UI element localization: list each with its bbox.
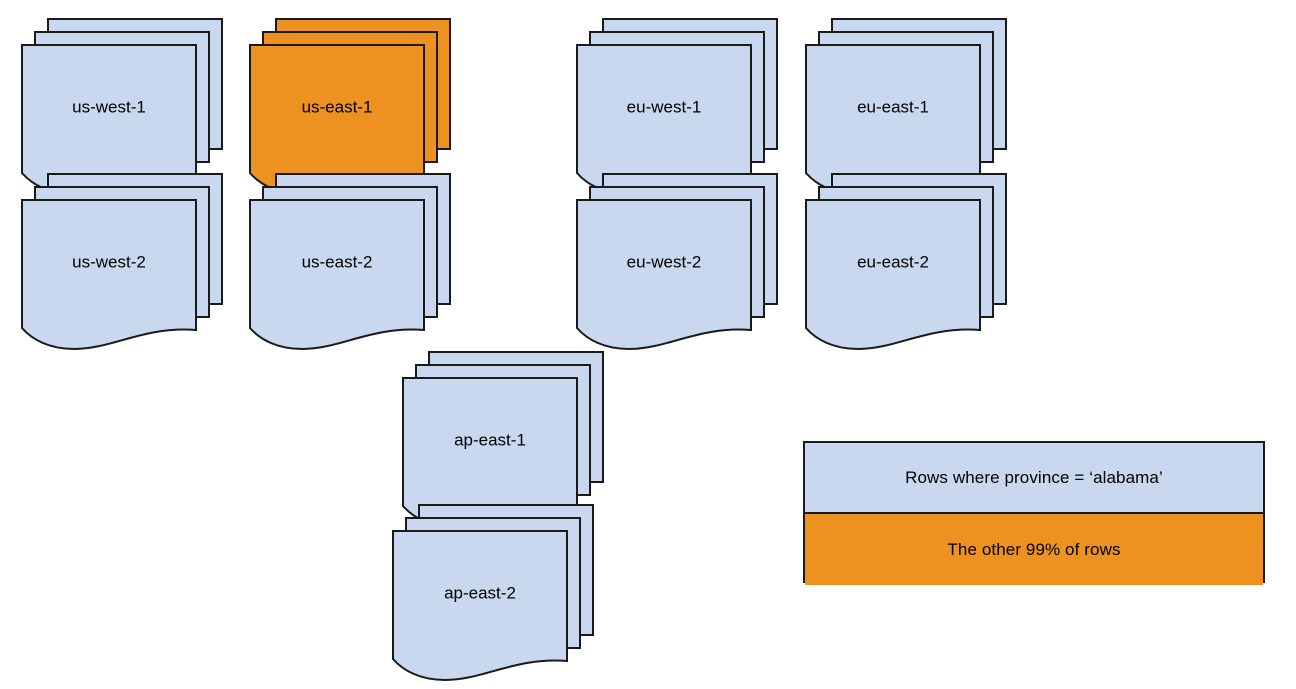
document-stack-graphic-us-east-1: us-east-1 [249,18,451,196]
document-stack-eu-east-1[interactable]: eu-east-1 [804,17,1008,203]
document-stack-eu-west-1[interactable]: eu-west-1 [575,17,779,203]
document-stack-eu-east-2[interactable]: eu-east-2 [804,172,1008,358]
document-stack-label: eu-west-2 [627,252,702,271]
document-stack-ap-east-1[interactable]: ap-east-1 [401,350,605,536]
document-stack-us-east-2[interactable]: us-east-2 [248,172,452,358]
document-stack-label: eu-east-2 [857,252,929,271]
document-stack-us-east-1[interactable]: us-east-1 [248,17,452,203]
document-stack-ap-east-2[interactable]: ap-east-2 [391,503,595,689]
document-stack-graphic-eu-west-1: eu-west-1 [576,18,778,196]
document-stack-graphic-ap-east-2: ap-east-2 [392,504,594,682]
document-stack-graphic-eu-east-1: eu-east-1 [805,18,1007,196]
document-sheet-front [21,199,197,351]
legend: Rows where province = ‘alabama’ The other… [803,441,1265,585]
document-stack-eu-west-2[interactable]: eu-west-2 [575,172,779,358]
document-stack-label: eu-west-1 [627,97,702,116]
document-stack-graphic-us-west-2: us-west-2 [21,173,223,351]
document-sheet-front [249,199,425,351]
document-stack-label: ap-east-2 [444,583,516,602]
document-stack-graphic-us-west-1: us-west-1 [21,18,223,196]
document-sheet-front [392,530,568,682]
legend-label: The other 99% of rows [947,539,1121,559]
document-stack-label: us-east-1 [302,97,373,116]
document-sheet-front [576,199,752,351]
document-stack-label: us-west-1 [72,97,146,116]
document-sheet-front [805,199,981,351]
legend-row-legend-other: The other 99% of rows [805,514,1263,585]
document-stack-label: us-east-2 [302,252,373,271]
document-stack-label: ap-east-1 [454,430,526,449]
document-stack-graphic-eu-west-2: eu-west-2 [576,173,778,351]
legend-label: Rows where province = ‘alabama’ [905,467,1163,487]
legend-row-legend-highlight: Rows where province = ‘alabama’ [805,443,1263,514]
document-stack-graphic-ap-east-1: ap-east-1 [402,351,604,529]
document-stack-us-west-2[interactable]: us-west-2 [20,172,224,358]
document-stack-graphic-eu-east-2: eu-east-2 [805,173,1007,351]
document-stack-us-west-1[interactable]: us-west-1 [20,17,224,203]
document-stack-graphic-us-east-2: us-east-2 [249,173,451,351]
document-stack-label: eu-east-1 [857,97,929,116]
document-stack-label: us-west-2 [72,252,146,271]
